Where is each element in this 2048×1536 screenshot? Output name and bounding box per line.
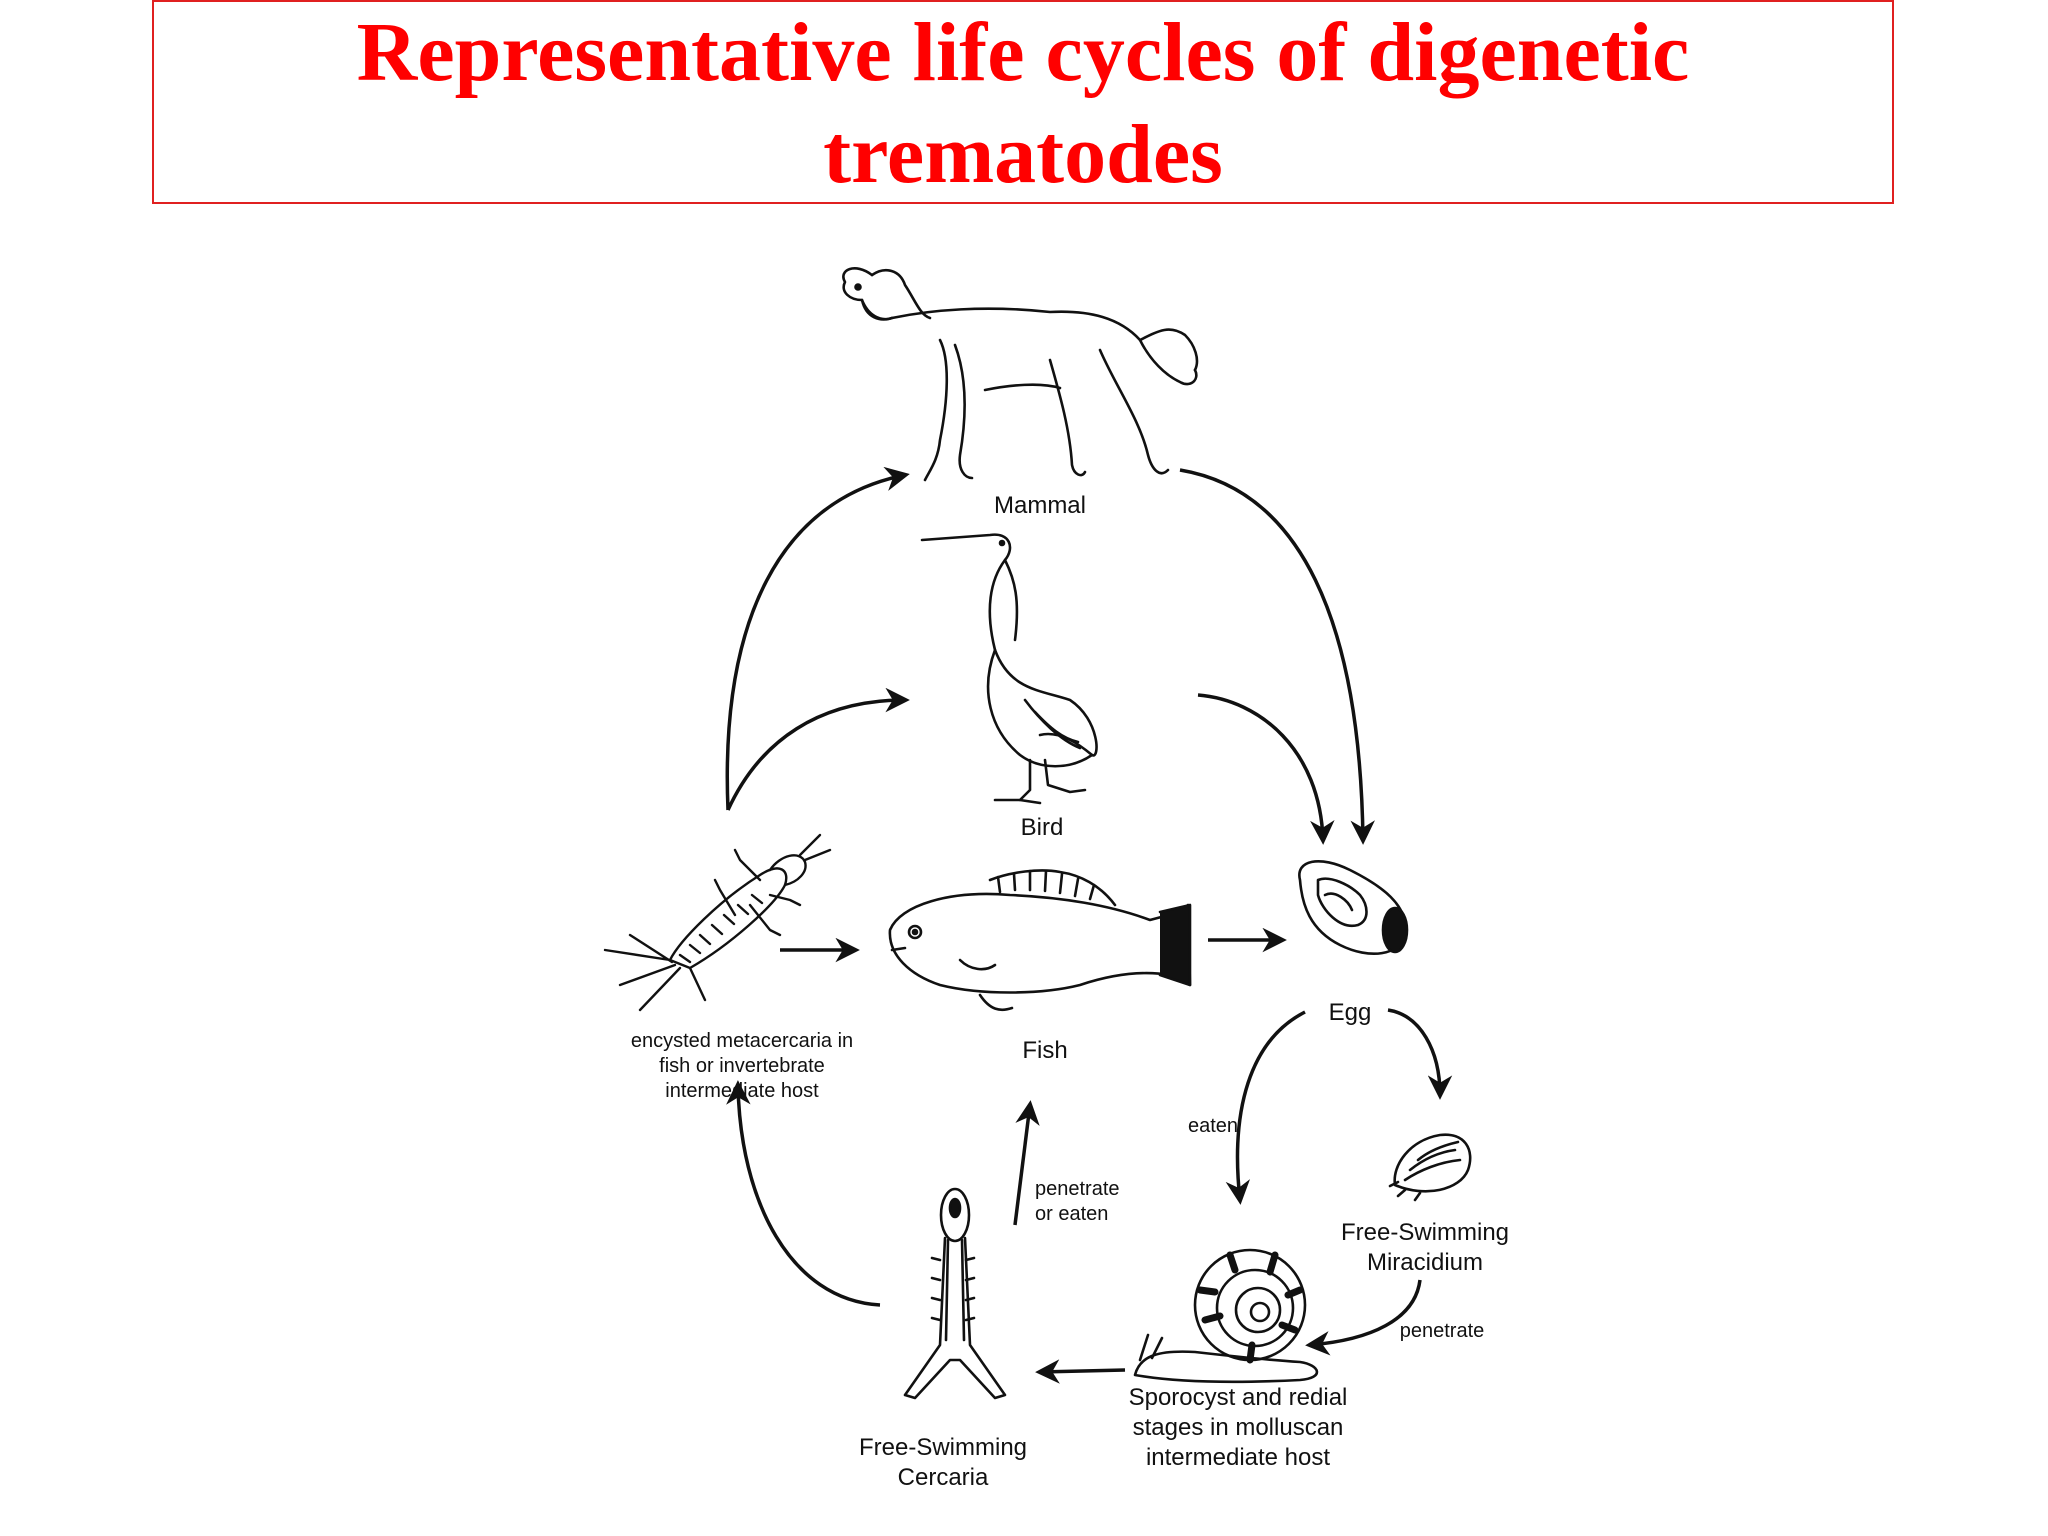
miracidium-label: Free-Swimming Miracidium — [1341, 1219, 1509, 1276]
svg-text:Free-Swimming: Free-Swimming — [859, 1434, 1027, 1461]
svg-text:Free-Swimming: Free-Swimming — [1341, 1219, 1509, 1246]
svg-text:penetrate: penetrate — [1035, 1178, 1120, 1200]
svg-text:Cercaria: Cercaria — [898, 1464, 989, 1491]
fish-icon — [888, 869, 1192, 1012]
mammal-label: Mammal — [994, 492, 1086, 519]
svg-text:encysted metacercaria in: encysted metacercaria in — [631, 1030, 853, 1052]
snail-icon — [1133, 1248, 1319, 1384]
fish-label: Fish — [1022, 1037, 1067, 1064]
eaten-label: eaten — [1188, 1115, 1238, 1137]
svg-text:Miracidium: Miracidium — [1367, 1249, 1483, 1276]
penetrate-or-eaten-label: penetrate or eaten — [1035, 1178, 1120, 1225]
svg-text:or eaten: or eaten — [1035, 1203, 1108, 1225]
arrow-snail-to-cercaria — [1035, 1359, 1126, 1384]
metacercaria-label: encysted metacercaria in fish or inverte… — [631, 1030, 853, 1102]
cercaria-label: Free-Swimming Cercaria — [859, 1434, 1027, 1491]
title-box: Representative life cycles of digenetic … — [152, 0, 1894, 204]
arrow-cercaria-to-fish — [1013, 1100, 1040, 1226]
page-title: Representative life cycles of digenetic … — [356, 6, 1690, 201]
mammal-icon — [842, 267, 1199, 482]
svg-text:stages in molluscan: stages in molluscan — [1133, 1414, 1344, 1441]
cercaria-icon — [903, 1187, 1007, 1400]
arrow-metacercaria-to-mammal — [725, 466, 910, 811]
arrow-egg-to-miracidium — [1387, 1008, 1453, 1100]
bird-icon — [920, 533, 1098, 805]
egg-icon — [1298, 860, 1409, 956]
svg-text:intermediate host: intermediate host — [665, 1080, 819, 1102]
arrow-egg-eaten-to-snail — [1225, 1010, 1306, 1205]
egg-label: Egg — [1329, 999, 1372, 1026]
arrow-mammal-to-egg — [1179, 468, 1375, 845]
cycle-arrows — [725, 466, 1453, 1384]
arrow-miracidium-penetrate-snail — [1305, 1279, 1422, 1356]
insect-icon — [603, 833, 832, 1012]
arrow-cercaria-to-metacercaria — [726, 1080, 881, 1307]
svg-text:intermediate host: intermediate host — [1146, 1444, 1330, 1471]
arrow-metacercaria-to-bird — [726, 687, 910, 811]
penetrate-label: penetrate — [1400, 1320, 1485, 1342]
arrow-bird-to-egg — [1197, 693, 1335, 845]
miracidium-icon — [1388, 1133, 1472, 1202]
svg-text:Sporocyst and redial: Sporocyst and redial — [1129, 1384, 1348, 1411]
bird-label: Bird — [1021, 814, 1064, 841]
svg-text:fish or invertebrate: fish or invertebrate — [659, 1055, 825, 1077]
sporocyst-label: Sporocyst and redial stages in molluscan… — [1129, 1384, 1348, 1471]
